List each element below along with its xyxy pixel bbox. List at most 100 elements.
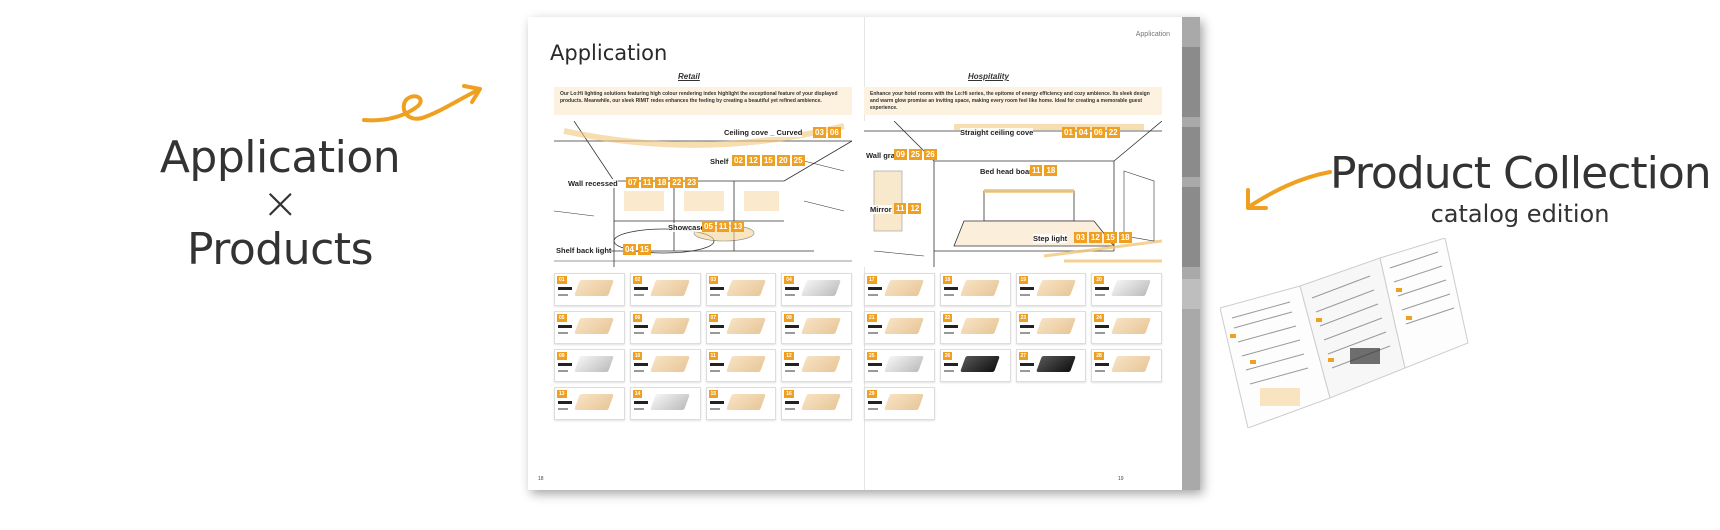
product-image xyxy=(1111,280,1152,296)
times-symbol: × xyxy=(261,178,299,229)
product-card[interactable]: 21 xyxy=(864,311,935,344)
product-image xyxy=(574,394,614,410)
brand-logo-icon xyxy=(633,363,648,366)
product-code-line xyxy=(709,332,720,334)
ref-badge: 03 xyxy=(813,127,826,138)
ref-badge: 05 xyxy=(702,221,715,232)
retail-sketch xyxy=(554,121,852,267)
product-card[interactable]: 06 xyxy=(629,311,701,344)
product-image xyxy=(801,394,842,410)
product-number-badge: 14 xyxy=(632,390,643,398)
product-card[interactable]: 10 xyxy=(629,349,701,382)
product-image xyxy=(1035,356,1076,372)
hosp-label-wall-graze: Wall graze xyxy=(866,151,903,160)
product-card[interactable]: 01 xyxy=(554,273,625,306)
ref-badge: 22 xyxy=(1106,127,1120,138)
product-card[interactable]: 13 xyxy=(554,387,625,420)
product-image xyxy=(649,394,690,410)
brand-logo-icon xyxy=(785,363,800,366)
product-card[interactable]: 07 xyxy=(705,311,777,344)
product-number-badge: 23 xyxy=(1018,314,1029,322)
product-card[interactable]: 27 xyxy=(1015,349,1087,382)
retail-nums-shelf-back-light: 04 15 xyxy=(623,244,651,255)
product-image xyxy=(725,356,766,372)
ref-badge: 01 xyxy=(1062,127,1075,138)
ref-badge: 03 xyxy=(1074,232,1087,243)
brand-logo-icon xyxy=(1095,363,1110,366)
product-card[interactable]: 08 xyxy=(781,311,852,344)
product-card[interactable]: 16 xyxy=(781,387,852,420)
product-image xyxy=(801,318,842,334)
product-number-badge: 25 xyxy=(867,352,877,360)
retail-nums-ceiling-cove: 03 06 xyxy=(813,127,841,138)
index-tab[interactable] xyxy=(1182,47,1200,117)
product-code-line xyxy=(709,294,720,296)
product-card[interactable]: 28 xyxy=(1091,349,1162,382)
product-number-badge: 03 xyxy=(708,276,719,284)
product-image xyxy=(574,280,614,296)
ref-badge: 12 xyxy=(746,155,760,166)
product-card[interactable]: 26 xyxy=(939,349,1011,382)
product-number-badge: 11 xyxy=(708,352,718,360)
index-tab[interactable] xyxy=(1182,127,1200,177)
retail-nums-shelf: 02 12 15 20 25 xyxy=(732,155,805,166)
right-heading-title: Product Collection xyxy=(1330,148,1712,199)
product-card[interactable]: 03 xyxy=(705,273,777,306)
product-code-line xyxy=(633,370,644,372)
product-card[interactable]: 11 xyxy=(705,349,777,382)
product-number-badge: 10 xyxy=(632,352,643,360)
product-number-badge: 02 xyxy=(632,276,643,284)
hosp-nums-straight-ceiling-cove: 01 04 06 22 xyxy=(1062,127,1120,138)
ref-badge: 12 xyxy=(908,203,922,214)
ref-badge: 15 xyxy=(1103,232,1117,243)
product-number-badge: 29 xyxy=(867,390,877,398)
product-code-line xyxy=(785,294,796,296)
index-tab-bar[interactable] xyxy=(1182,17,1200,490)
hosp-nums-mirror: 11 12 xyxy=(894,203,922,214)
ref-badge: 15 xyxy=(761,155,775,166)
brand-logo-icon xyxy=(558,401,572,404)
product-code-line xyxy=(785,370,796,372)
product-number-badge: 01 xyxy=(557,276,567,284)
product-card[interactable]: 12 xyxy=(781,349,852,382)
product-image xyxy=(959,280,1000,296)
product-number-badge: 20 xyxy=(1094,276,1104,284)
brand-logo-icon xyxy=(633,287,648,290)
product-code-line xyxy=(943,294,954,296)
brand-logo-icon xyxy=(633,401,648,404)
ref-badge: 26 xyxy=(923,149,937,160)
product-card[interactable]: 18 xyxy=(939,273,1011,306)
product-number-badge: 24 xyxy=(1094,314,1104,322)
product-code-line xyxy=(1019,370,1030,372)
product-card[interactable]: 24 xyxy=(1091,311,1162,344)
product-card[interactable]: 04 xyxy=(781,273,852,306)
product-card[interactable]: 05 xyxy=(554,311,625,344)
product-card[interactable]: 22 xyxy=(939,311,1011,344)
product-card[interactable]: 02 xyxy=(629,273,701,306)
retail-label-shelf: Shelf xyxy=(710,157,729,166)
product-card[interactable]: 20 xyxy=(1091,273,1162,306)
product-card[interactable]: 17 xyxy=(864,273,935,306)
product-code-line xyxy=(1019,294,1030,296)
page-title: Application xyxy=(550,41,668,65)
index-tab-active[interactable] xyxy=(1182,279,1200,309)
product-card[interactable]: 25 xyxy=(864,349,935,382)
arrow-left-icon xyxy=(1246,170,1332,210)
ref-badge: 13 xyxy=(731,221,745,232)
product-card[interactable]: 15 xyxy=(705,387,777,420)
brand-logo-icon xyxy=(785,287,800,290)
hosp-label-bed-head-board: Bed head board xyxy=(980,167,1037,176)
product-image xyxy=(884,356,924,372)
product-card[interactable]: 09 xyxy=(554,349,625,382)
product-card[interactable]: 19 xyxy=(1015,273,1087,306)
product-card[interactable]: 29 xyxy=(864,387,935,420)
product-code-line xyxy=(558,370,568,372)
hospitality-note: Enhance your hotel rooms with the Lo:Hi … xyxy=(864,87,1162,115)
folded-catalog-illustration xyxy=(1220,238,1469,428)
product-card[interactable]: 23 xyxy=(1015,311,1087,344)
product-card[interactable]: 14 xyxy=(629,387,701,420)
ref-badge: 11 xyxy=(640,177,654,188)
index-tab[interactable] xyxy=(1182,187,1200,267)
brand-logo-icon xyxy=(868,287,882,290)
